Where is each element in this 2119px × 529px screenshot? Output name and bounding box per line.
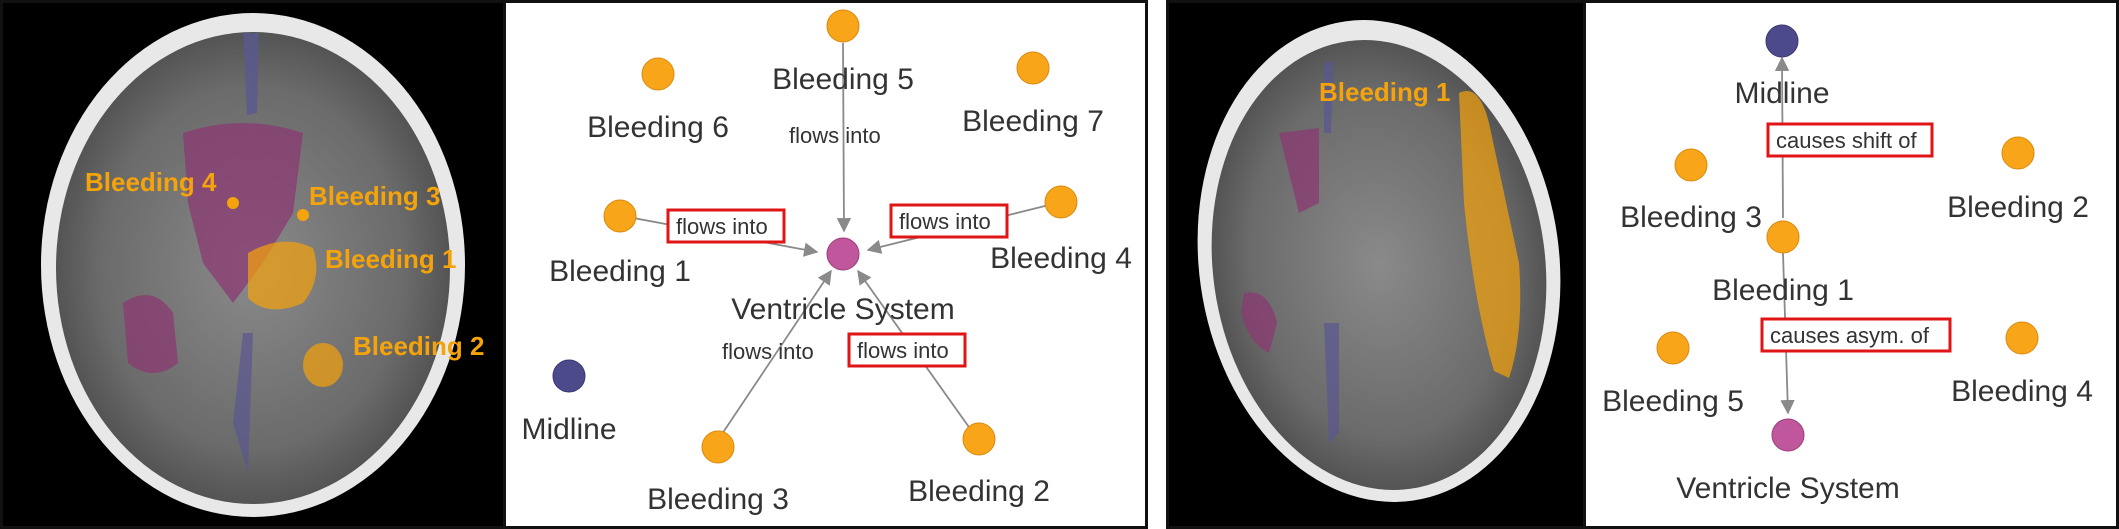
node-bleeding-4-b — [2005, 321, 2039, 355]
ct-label-bleeding-3: Bleeding 3 — [309, 181, 440, 211]
edge-label-ventricle: causes asym. of — [1770, 323, 1930, 348]
edge-label-b5: flows into — [789, 123, 881, 148]
node-bleeding-1 — [603, 199, 637, 233]
ct-scan-a: Bleeding 4 Bleeding 3 Bleeding 1 Bleedin… — [3, 3, 503, 526]
node-label-bleeding-4: Bleeding 4 — [990, 242, 1132, 275]
edge-b3-ventricle — [719, 269, 832, 438]
ct-label-bleeding-4: Bleeding 4 — [85, 167, 217, 197]
node-bleeding-3 — [701, 430, 735, 464]
edge-highlight-b2 — [847, 332, 967, 368]
node-midline — [552, 359, 586, 393]
bleeding-overlay-b — [1459, 91, 1521, 378]
edge-highlight-b4 — [889, 203, 1009, 239]
node-label-ventricle-system: Ventricle System — [731, 293, 954, 326]
ventricle-overlay-b — [1279, 128, 1319, 213]
ct-label-bleeding-2: Bleeding 2 — [353, 331, 484, 361]
node-bleeding-1-b — [1766, 220, 1800, 254]
graph-svg-b: causes shift of causes asym. of Midline … — [1602, 24, 2093, 505]
graph-a: flows into flows into flows into flows i… — [503, 3, 1148, 526]
ventricle-overlay-a — [183, 123, 303, 303]
bleeding-overlay-a — [248, 241, 317, 310]
edge-label-midline: causes shift of — [1776, 128, 1918, 153]
node-midline-b — [1765, 24, 1799, 58]
ct-image-a: Bleeding 4 Bleeding 3 Bleeding 1 Bleedin… — [3, 3, 503, 526]
graph-b: causes shift of causes asym. of Midline … — [1583, 3, 2119, 526]
node-label-bleeding-3-b: Bleeding 3 — [1620, 201, 1762, 234]
edge-highlight-midline — [1766, 122, 1934, 158]
edge-label-b2: flows into — [857, 338, 949, 363]
edge-b5-ventricle — [836, 42, 852, 233]
node-bleeding-5-b — [1656, 331, 1690, 365]
edge-label-b4: flows into — [899, 209, 991, 234]
node-bleeding-3-b — [1674, 148, 1708, 182]
node-label-ventricle-system-b: Ventricle System — [1676, 472, 1899, 505]
node-label-bleeding-5: Bleeding 5 — [772, 63, 914, 96]
graph-svg-a: flows into flows into flows into flows i… — [521, 9, 1132, 516]
node-label-bleeding-1-b: Bleeding 1 — [1712, 274, 1854, 307]
edge-highlight-ventricle — [1760, 317, 1952, 353]
node-bleeding-5 — [826, 9, 860, 43]
node-ventricle-system-b — [1771, 418, 1805, 452]
panel-a: Bleeding 4 Bleeding 3 Bleeding 1 Bleedin… — [0, 0, 1148, 529]
ct-image-b: Bleeding 1 — [1169, 3, 1583, 526]
edge-highlight-b1 — [666, 208, 786, 244]
node-label-bleeding-3: Bleeding 3 — [647, 483, 789, 516]
ct-label-bleeding-1-b: Bleeding 1 — [1319, 77, 1450, 107]
node-label-bleeding-4-b: Bleeding 4 — [1951, 375, 2093, 408]
node-label-bleeding-1: Bleeding 1 — [549, 255, 691, 288]
node-bleeding-6 — [641, 57, 675, 91]
node-bleeding-2 — [962, 422, 996, 456]
node-label-bleeding-6: Bleeding 6 — [587, 111, 729, 144]
node-label-bleeding-7: Bleeding 7 — [962, 105, 1104, 138]
node-label-midline-b: Midline — [1734, 77, 1829, 110]
node-label-midline: Midline — [521, 413, 616, 446]
ct-label-bleeding-1: Bleeding 1 — [325, 244, 456, 274]
node-bleeding-7 — [1016, 51, 1050, 85]
node-bleeding-4 — [1044, 185, 1078, 219]
node-bleeding-2-b — [2001, 136, 2035, 170]
node-label-bleeding-2: Bleeding 2 — [908, 475, 1050, 508]
edge-label-b3: flows into — [722, 339, 814, 364]
node-label-bleeding-5-b: Bleeding 5 — [1602, 385, 1744, 418]
panel-b: Bleeding 1 causes shift of causes asym. … — [1166, 0, 2119, 529]
node-label-bleeding-2-b: Bleeding 2 — [1947, 191, 2089, 224]
edge-label-b1: flows into — [676, 214, 768, 239]
ct-scan-b: Bleeding 1 — [1169, 3, 1583, 526]
node-ventricle-system — [826, 237, 860, 271]
